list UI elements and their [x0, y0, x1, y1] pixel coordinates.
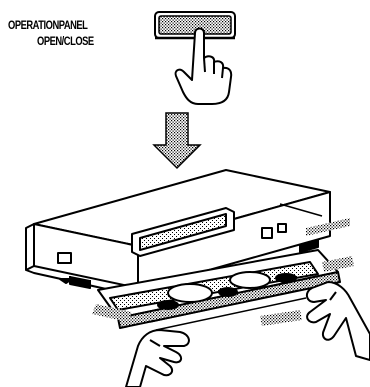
- pressing-finger-icon: [176, 29, 232, 105]
- down-arrow-icon: [154, 113, 200, 168]
